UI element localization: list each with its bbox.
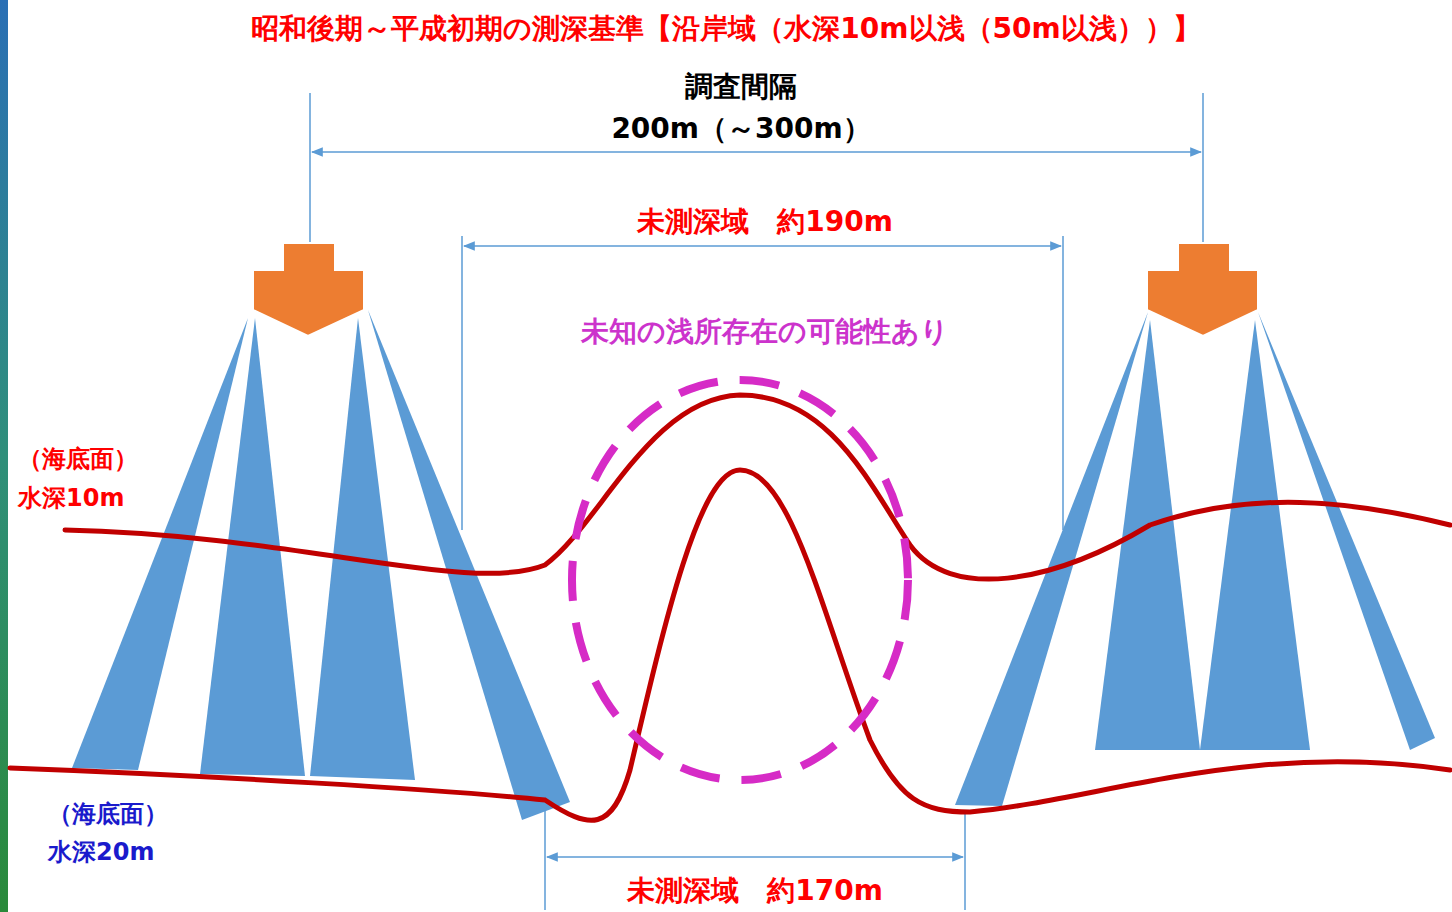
shoal-highlight: [572, 380, 908, 780]
note-label: 未知の浅所存在の可能性あり: [581, 315, 949, 349]
sonar-beams: [72, 310, 1435, 820]
diagram-title: 昭和後期～平成初期の測深基準【沿岸域（水深10m以浅（50m以浅））】: [251, 12, 1200, 46]
dimension-value: 未測深域 約170m: [623, 874, 887, 908]
edge-strip: [0, 0, 8, 912]
depth-label: 水深20m: [48, 838, 154, 867]
depth-label: 水深10m: [18, 484, 124, 513]
extension-lines: [310, 93, 1203, 910]
dimension-value: 未測深域 約190m: [633, 205, 897, 239]
seabed-label: （海底面）: [18, 445, 138, 474]
seabed-label: （海底面）: [48, 800, 168, 829]
dimension-value: 200m（～300m）: [607, 112, 874, 146]
interval-label: 調査間隔: [685, 70, 797, 104]
dimension-lines: [312, 152, 1201, 857]
seabed-lines: [10, 395, 1450, 820]
